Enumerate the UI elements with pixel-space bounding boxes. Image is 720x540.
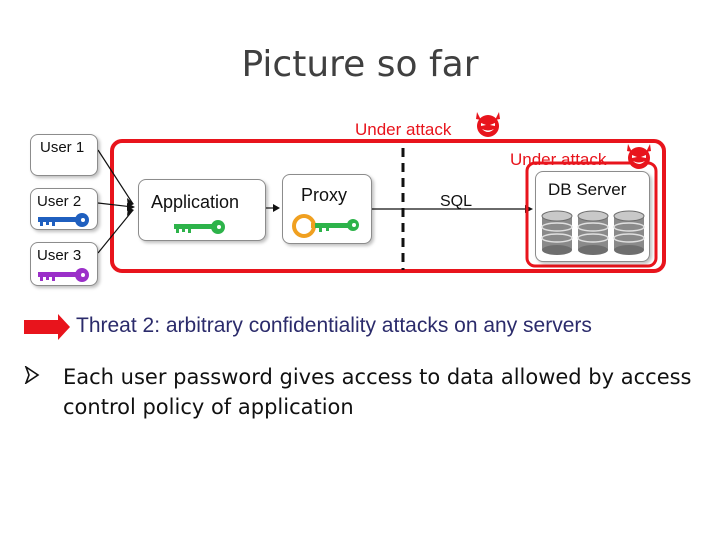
bullet-arrow-icon (24, 366, 40, 384)
arrowhead-app-proxy (273, 204, 280, 212)
db-attack-frame (525, 161, 658, 268)
key-icon (38, 213, 89, 227)
threat-text: Threat 2: arbitrary confidentiality atta… (76, 314, 592, 337)
key-icon (174, 220, 225, 234)
user-box-3: User 3 (30, 242, 98, 286)
database-icon (577, 210, 609, 255)
under-attack-label-2: Under attack (510, 150, 607, 169)
proxy-keys-icon (292, 214, 359, 238)
slide-title: Picture so far (241, 44, 479, 85)
arrowhead-user (127, 207, 134, 216)
db-server-box: DB Server (535, 171, 650, 262)
proxy-box: Proxy (282, 174, 372, 244)
devil-icon (627, 144, 651, 169)
proxy-label: Proxy (301, 185, 348, 205)
bullet-text: Each user password gives access to data … (63, 365, 692, 419)
db-server-label: DB Server (548, 180, 627, 199)
under-attack-label-1: Under attack (355, 120, 452, 139)
user-box-1: User 1 (30, 134, 98, 176)
devil-icon (476, 112, 500, 137)
user-label: User 2 (37, 193, 82, 210)
application-box: Application (138, 179, 266, 241)
sql-label: SQL (440, 193, 473, 210)
key-icon (38, 268, 89, 282)
user-label: User 1 (40, 139, 85, 156)
application-label: Application (151, 192, 240, 212)
attack-zone-frame (110, 139, 666, 273)
database-icon (613, 210, 645, 255)
database-icon (541, 210, 573, 255)
database-icons (541, 210, 645, 255)
user-label: User 3 (37, 247, 82, 264)
threat-arrow-icon (24, 314, 70, 340)
user-box-2: User 2 (30, 188, 98, 230)
